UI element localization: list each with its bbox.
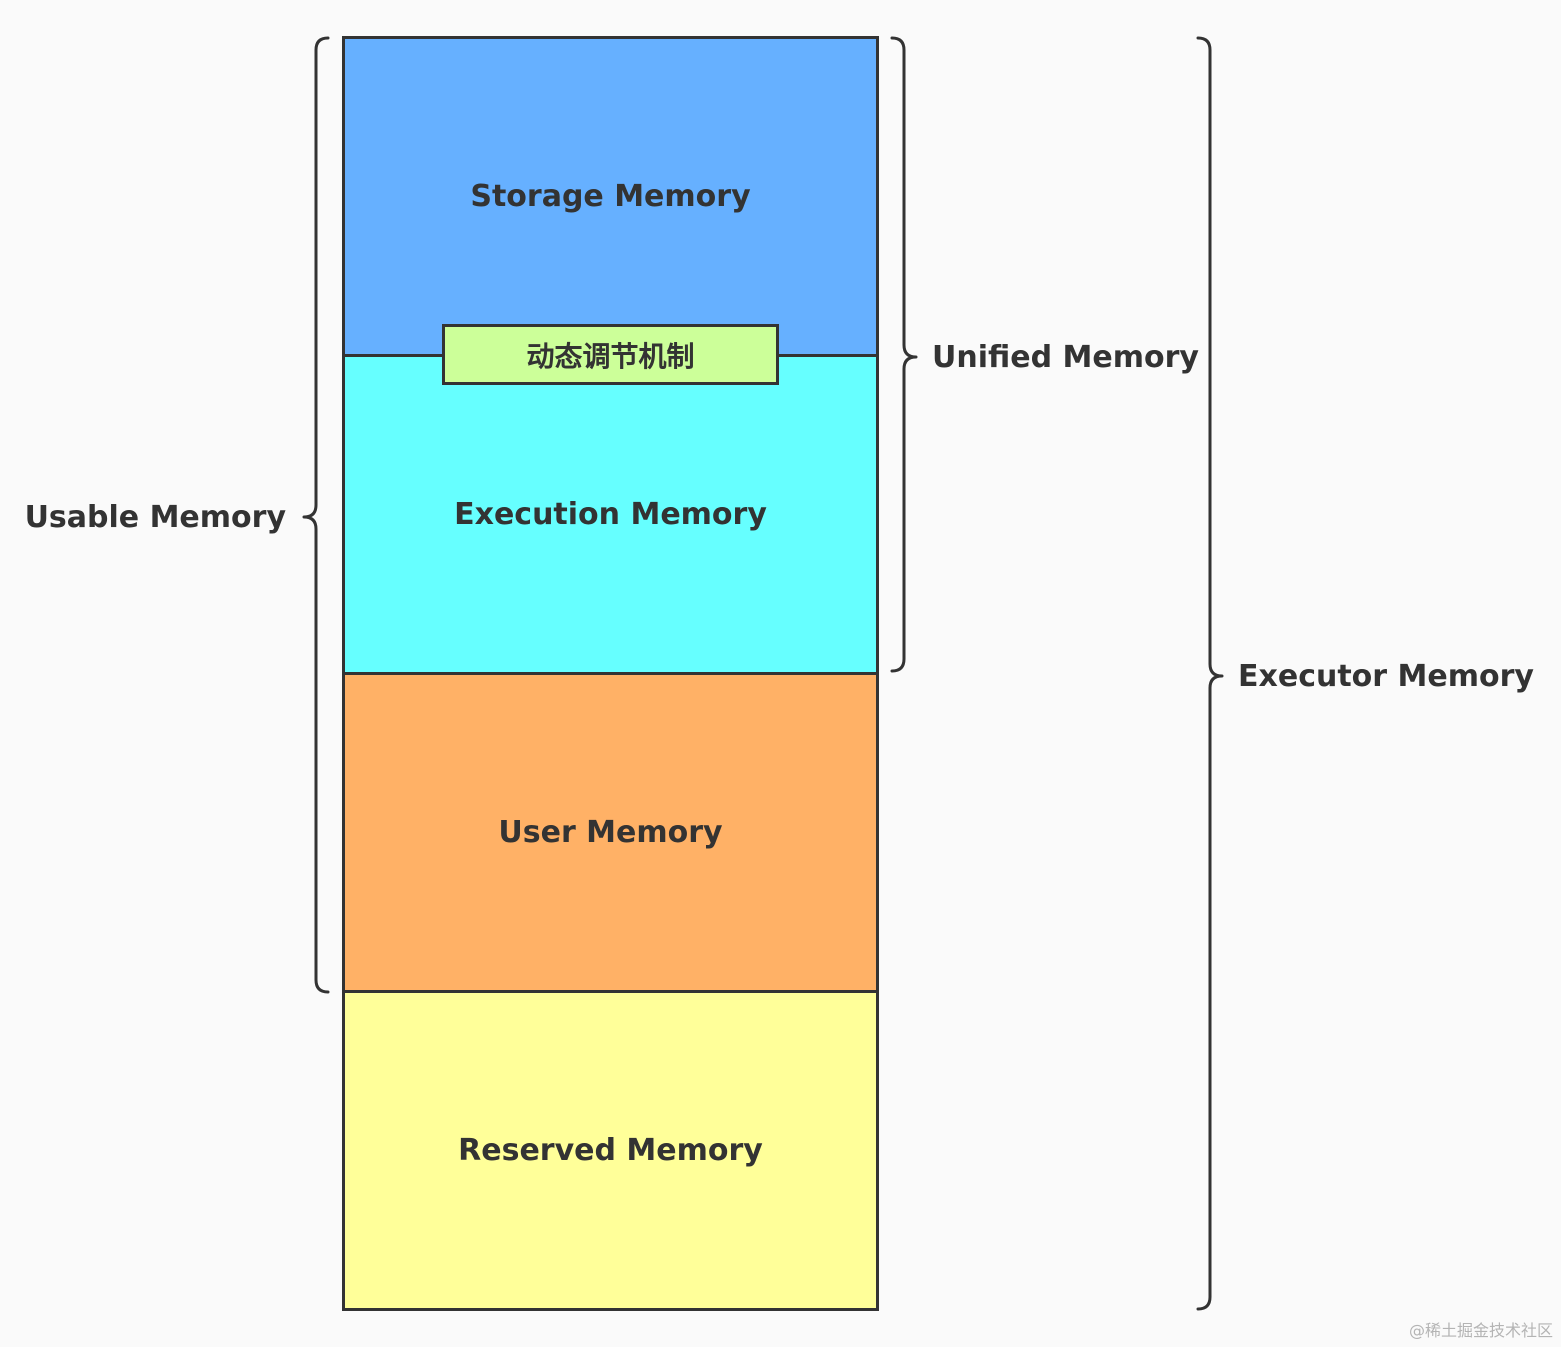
storage-memory-label: Storage Memory bbox=[470, 179, 751, 214]
user-memory-label: User Memory bbox=[498, 815, 723, 850]
unified-memory-brace bbox=[890, 36, 918, 673]
unified-memory-label: Unified Memory bbox=[932, 340, 1199, 375]
dynamic-adjustment-label: 动态调节机制 bbox=[526, 339, 695, 373]
reserved-memory-label: Reserved Memory bbox=[458, 1133, 763, 1168]
user-memory-block: User Memory bbox=[342, 672, 879, 993]
storage-memory-block: Storage Memory bbox=[342, 36, 879, 357]
execution-memory-label: Execution Memory bbox=[454, 497, 767, 532]
usable-memory-label: Usable Memory bbox=[24, 500, 286, 535]
usable-memory-brace bbox=[302, 36, 330, 994]
reserved-memory-block: Reserved Memory bbox=[342, 990, 879, 1311]
dynamic-adjustment-box: 动态调节机制 bbox=[442, 324, 779, 385]
executor-memory-label: Executor Memory bbox=[1238, 659, 1534, 694]
executor-memory-brace bbox=[1196, 36, 1224, 1311]
watermark: @稀土掘金技术社区 bbox=[1408, 1321, 1553, 1340]
